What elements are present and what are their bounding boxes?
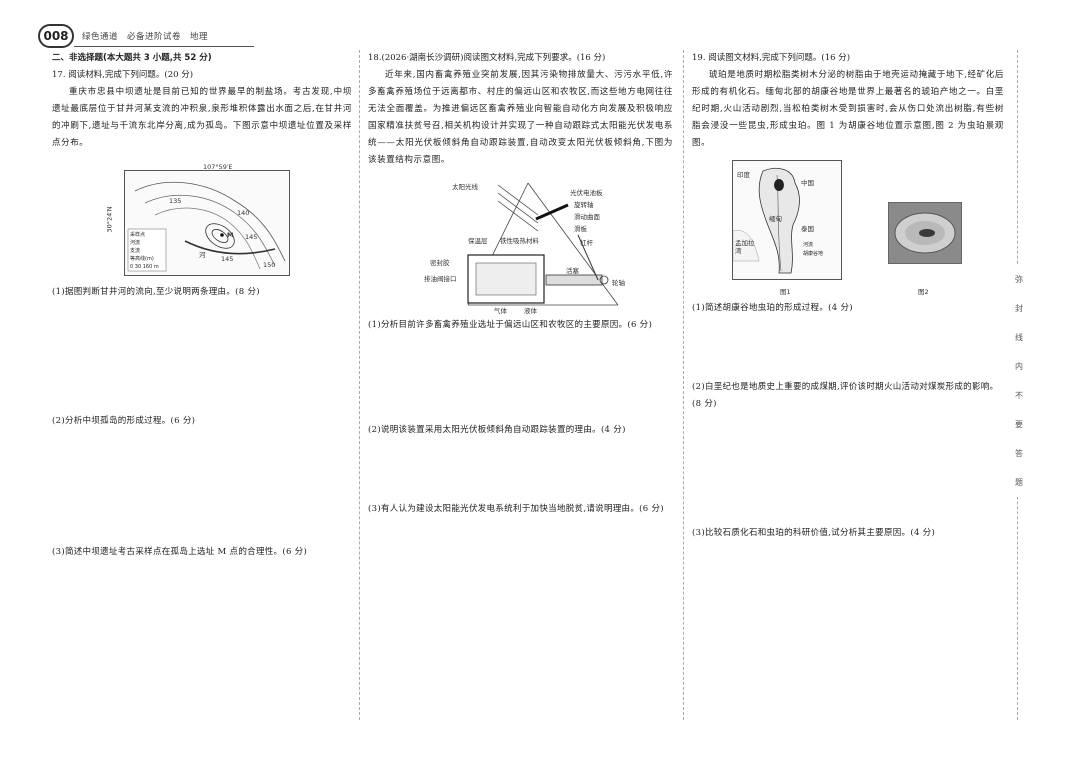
river-label: 河 (199, 251, 206, 259)
column-question-18: 18.(2026·湖南长沙调研)阅读图文材料,完成下列要求。(16 分) 近年来… (368, 50, 673, 518)
binding-char: 答 (1015, 449, 1023, 458)
contour-label: 135 (169, 197, 182, 205)
question-19-1: (1)简述胡康谷地虫珀的形成过程。(4 分) (692, 303, 853, 313)
question-17-title: 17. 阅读材料,完成下列问题。(20 分) (52, 70, 194, 80)
question-17-2: (2)分析中坝孤岛的形成过程。(6 分) (52, 416, 196, 426)
question-18-1: (1)分析目前许多畜禽养殖业选址于偏远山区和农牧区的主要原因。(6 分) (368, 320, 653, 330)
binding-char: 不 (1015, 391, 1023, 400)
contour-label: 140 (237, 209, 250, 217)
amber-insect-graphic (894, 212, 956, 254)
hukawng-valley-map: 印度 中国 缅甸 泰国 孟加拉湾 河流 胡康谷地 (732, 160, 842, 280)
question-18-material: 近年来,国内畜禽养殖业突前发展,因其污染物排放量大、污污水平低,许多畜禽养殖场位… (368, 70, 673, 165)
binding-char: 线 (1015, 333, 1023, 342)
legend-item: 河流 (130, 240, 141, 246)
solar-tracker-graphic (467, 182, 619, 306)
sample-point-label: M (227, 231, 234, 239)
map-latitude-label: 30°24′N (105, 206, 114, 233)
question-18-2: (2)说明该装置采用太阳光伏板倾斜角自动跟踪装置的理由。(4 分) (368, 425, 626, 435)
solar-tracker-diagram: 太阳光线 光伏电池板 旋转轴 滑动曲面 滑板 杠杆 保温层 铁性吸热材料 密封胶… (424, 175, 648, 315)
map-legend: 采样点 河流 支流 等高线(m) 0 30 160 m (130, 231, 159, 271)
map-label-india: 印度 (737, 171, 750, 179)
binding-warning: 弥 封 线 内 不 要 答 题 (1012, 265, 1026, 497)
binding-char: 要 (1015, 420, 1023, 429)
figure-1-caption: 图1 (780, 288, 791, 296)
label-piston: 活塞 (566, 267, 579, 275)
question-17-1: (1)据图判断甘井河的流向,至少说明两条理由。(8 分) (52, 287, 260, 297)
question-18-3: (3)有人认为建设太阳能光伏发电系统利于加快当地脱贫,请说明理由。(6 分) (368, 504, 664, 514)
legend-item: 河流 (803, 242, 814, 248)
label-gas: 气体 (494, 307, 507, 315)
label-sealant: 密封胶 (430, 259, 450, 267)
contour-label: 145 (245, 233, 258, 241)
map-label-thailand: 泰国 (801, 225, 814, 233)
question-19-3: (3)比较石质化石和虫珀的科研价值,试分析其主要原因。(4 分) (692, 528, 936, 538)
label-axle: 轮轴 (612, 279, 625, 287)
legend-item: 等高线(m) (130, 256, 154, 262)
legend-item: 0 30 160 m (130, 264, 159, 270)
question-19-title: 19. 阅读图文材料,完成下列问题。(16 分) (692, 53, 851, 63)
legend-item: 胡康谷地 (803, 251, 824, 257)
column-divider (683, 50, 684, 720)
map-label-china: 中国 (801, 179, 814, 187)
legend-item: 支流 (130, 248, 141, 254)
figures-row: 印度 中国 缅甸 泰国 孟加拉湾 河流 胡康谷地 图1 图2 (692, 156, 1004, 296)
contour-label: 150 (263, 261, 276, 269)
question-19-material: 琥珀是地质时期松脂类树木分泌的树脂由于地壳运动掩藏于地下,经矿化后形成的有机化石… (692, 70, 1004, 148)
header-title: 绿色通道 必备进阶试卷 地理 (82, 32, 209, 42)
section-title: 二、非选择题(本大题共 3 小题,共 52 分) (52, 53, 212, 63)
header-rule (74, 46, 254, 47)
legend-item: 采样点 (130, 232, 146, 238)
column-question-19: 19. 阅读图文材料,完成下列问题。(16 分) 琥珀是地质时期松脂类树木分泌的… (692, 50, 1004, 542)
label-lever: 杠杆 (580, 239, 593, 247)
page-number: 008 (38, 24, 74, 48)
column-question-17: 二、非选择题(本大题共 3 小题,共 52 分) 17. 阅读材料,完成下列问题… (52, 50, 352, 561)
page-header: 008 绿色通道 必备进阶试卷 地理 (38, 24, 1028, 50)
myanmar-map-graphic (733, 167, 800, 274)
amber-photo (888, 202, 962, 264)
question-19-2: (2)白垩纪也是地质史上重要的成煤期,评价该时期火山活动对煤炭形成的影响。(8 … (692, 382, 999, 409)
question-17-material: 重庆市忠县中坝遗址是目前已知的世界最早的制盐场。考古发现,中坝遗址最底层位于甘井… (52, 87, 352, 148)
column-divider (359, 50, 360, 720)
map-label-myanmar: 缅甸 (769, 215, 782, 223)
label-sunlight: 太阳光线 (452, 183, 478, 191)
label-drain-port: 排油阀接口 (424, 275, 457, 283)
binding-char: 题 (1015, 478, 1023, 487)
question-18-title: 18.(2026·湖南长沙调研)阅读图文材料,完成下列要求。(16 分) (368, 53, 606, 63)
map-longitude-label: 107°59′E (203, 163, 233, 171)
question-17-3: (3)简述中坝遗址考古采样点在孤岛上选址 M 点的合理性。(6 分) (52, 547, 308, 557)
binding-char: 内 (1015, 362, 1023, 371)
label-liquid: 液体 (524, 307, 537, 315)
map-legend: 河流 胡康谷地 (803, 241, 823, 259)
zhongba-site-map: 107°59′E 30°24′N 135 140 145 145 150 M 河… (106, 163, 290, 276)
label-rotation-axis: 旋转轴 (574, 201, 594, 209)
label-heat-absorber: 铁性吸热材料 (500, 237, 539, 245)
figure-2-caption: 图2 (918, 288, 929, 296)
binding-char: 弥 (1015, 275, 1023, 284)
binding-char: 封 (1015, 304, 1023, 313)
label-solar-panel: 光伏电池板 (570, 189, 603, 197)
map-label-bay-of-bengal: 孟加拉湾 (735, 239, 755, 255)
contour-label: 145 (221, 255, 234, 263)
label-insulation: 保温层 (468, 237, 488, 245)
contour-map-graphic (127, 181, 286, 272)
label-slider: 滑板 (574, 225, 587, 233)
label-sliding-surface: 滑动曲面 (574, 213, 600, 221)
